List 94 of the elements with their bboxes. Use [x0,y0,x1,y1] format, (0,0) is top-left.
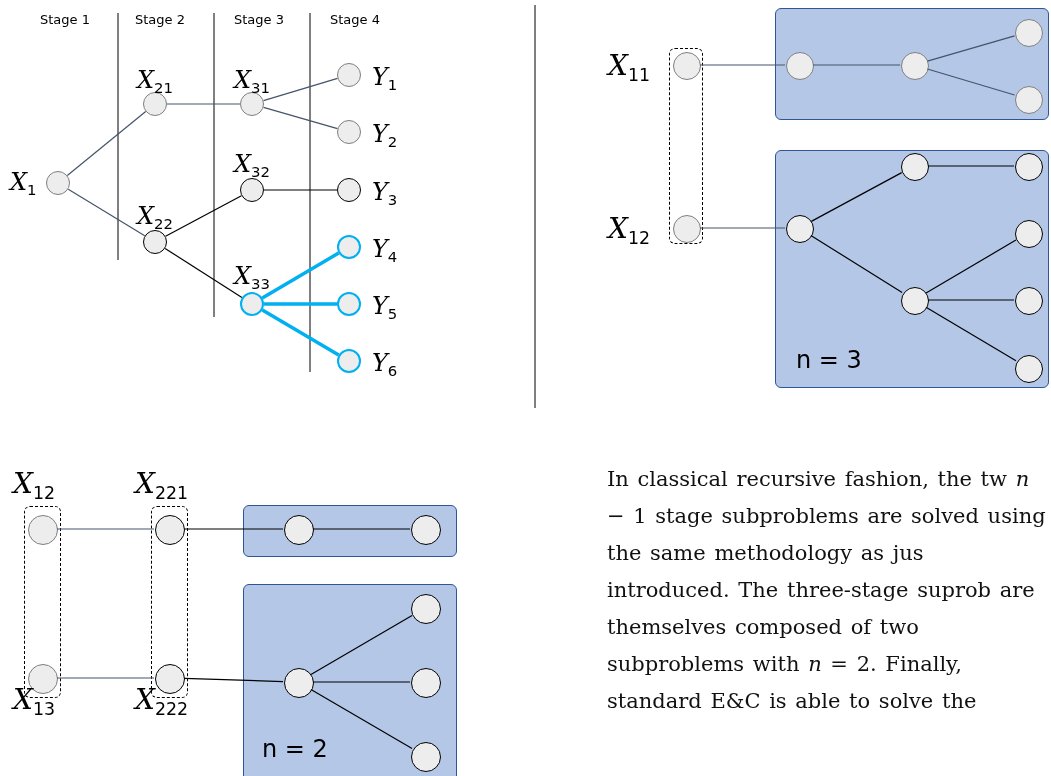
state-circle [673,215,701,243]
stage-heading: Stage 3 [234,12,284,27]
tree-edge [812,64,901,66]
variable-label: X$_{21}$ [137,68,174,97]
variable-label: X$_{12}$ [13,470,56,503]
tree-edge [926,68,1016,96]
tree-edge [810,172,903,222]
tree-edge [312,681,411,683]
state-circle [240,292,264,316]
state-circle [901,52,929,80]
stage-heading: Stage 4 [330,12,380,27]
state-circle [337,120,361,144]
tree-edge [183,677,284,683]
state-circle [786,215,814,243]
tree-edge [810,234,903,294]
body-paragraph: In classical recursive fashion, the tw n − 1 stage subproblems are solved using the same methodology as jus introduced. The three-stage suprob are themselves composed of two subproblems with n = 2. Finally, standard E&C is able to solve the [607,466,1047,715]
state-circle [284,515,314,545]
state-circle [1015,86,1043,114]
tree-edge [927,299,1015,301]
tree-edge [925,306,1017,362]
tree-edge [56,677,155,679]
stage-heading: Stage 1 [40,12,90,27]
variable-label: Y$_{6}$ [372,351,398,380]
variable-label: X$_{1}$ [10,170,37,199]
tree-edge [925,239,1017,294]
variable-label: X$_{31}$ [234,68,271,97]
state-circle [337,235,361,259]
state-circle [240,178,264,202]
variable-label: Y$_{5}$ [372,294,398,323]
subproblem-panel [243,584,457,776]
tree-edge [310,688,413,750]
tree-edge [927,165,1015,167]
tree-edge [262,77,339,102]
state-circle [786,52,814,80]
panel-label: n = 3 [796,346,862,374]
state-circle [1015,355,1043,383]
state-circle [673,52,701,80]
state-circle [143,92,167,116]
state-circle [284,668,314,698]
tree-edge [926,35,1016,62]
dashed-group-box [669,48,703,244]
variable-label: X$_{13}$ [13,686,56,719]
variable-label: X$_{11}$ [608,52,651,85]
state-circle [1015,153,1043,181]
state-circle [411,515,441,545]
tree-edge [264,302,337,306]
subproblem-panel [775,150,1049,388]
state-circle [337,349,361,373]
subproblem-panel [243,505,457,557]
tree-edge [164,247,243,299]
state-circle [1015,287,1043,315]
tree-edge [166,103,241,105]
variable-label: X$_{33}$ [234,264,271,293]
state-circle [155,664,185,694]
tree-edge [165,195,242,237]
state-circle [28,515,58,545]
variable-label: Y$_{1}$ [372,65,398,94]
state-circle [901,287,929,315]
state-circle [337,63,361,87]
tree-edge [56,528,155,530]
variable-label: Y$_{3}$ [372,180,398,209]
state-circle [337,292,361,316]
tree-edge [262,106,339,130]
tree-edge [312,528,411,530]
tree-edge [183,528,284,530]
variable-label: Y$_{4}$ [372,237,398,266]
panel-label: n = 2 [262,735,328,763]
state-circle [337,178,361,202]
subproblem-panel [775,8,1049,120]
tree-edge [67,188,146,237]
state-circle [411,594,441,624]
tree-edge [699,227,786,229]
state-circle [901,153,929,181]
variable-label: X$_{221}$ [135,470,189,503]
state-circle [1015,19,1043,47]
state-circle [411,668,441,698]
variable-label: X$_{22}$ [137,204,174,233]
tree-edge [66,111,147,176]
state-circle [46,171,70,195]
state-circle [143,230,167,254]
tree-edge [699,64,786,66]
state-circle [155,515,185,545]
variable-label: X$_{222}$ [135,686,189,719]
state-circle [240,92,264,116]
state-circle [1015,220,1043,248]
state-circle [411,742,441,772]
tree-edge [261,308,340,357]
tree-edge [263,189,338,191]
tree-edge [310,614,413,676]
variable-label: X$_{32}$ [234,152,271,181]
variable-label: X$_{12}$ [608,215,651,248]
variable-label: Y$_{2}$ [372,122,398,151]
tree-edge [261,251,340,300]
stage-heading: Stage 2 [135,12,185,27]
